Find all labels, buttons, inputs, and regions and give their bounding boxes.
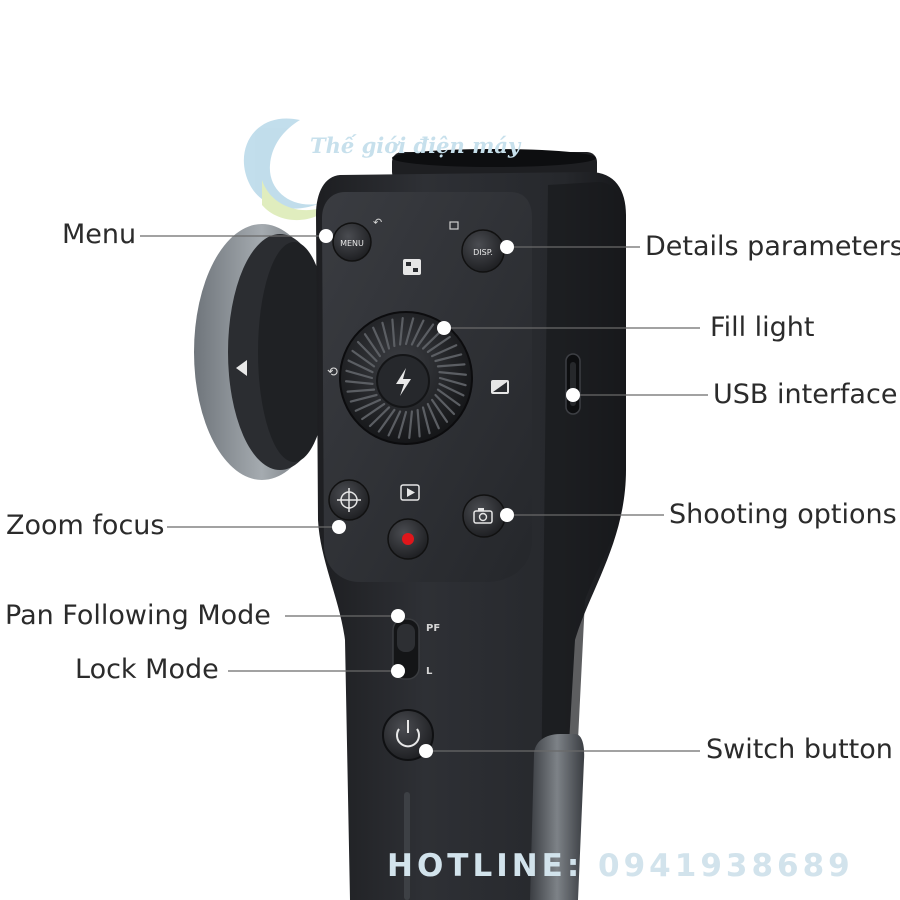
label-details-parameters: Details parameters: [645, 231, 900, 262]
label-shooting-options: Shooting options: [669, 499, 897, 530]
dial-ridge: [398, 316, 404, 346]
switch-dot: [419, 744, 433, 758]
dial-ridge: [354, 398, 382, 412]
dial-ridge: [430, 344, 458, 358]
zoom-focus-dot: [332, 520, 346, 534]
power-icon: [396, 728, 420, 748]
details-dot: [500, 240, 514, 254]
shooting-options-button[interactable]: [462, 494, 506, 538]
dial-ridge: [361, 402, 386, 421]
dial-ridge: [421, 406, 431, 435]
dial-ridge: [436, 363, 466, 368]
label-menu: Menu: [62, 219, 137, 250]
label-switch-button: Switch button: [706, 734, 893, 765]
label-pan-following-mode: Pan Following Mode: [5, 600, 271, 631]
dial-ridge: [368, 406, 391, 428]
wheel-arrow-icon: [236, 360, 247, 376]
back-arrow-icon: ↶: [373, 216, 382, 229]
label-zoom-focus: Zoom focus: [6, 510, 165, 541]
mode-switch[interactable]: [392, 618, 420, 680]
dial-ridge: [345, 369, 374, 380]
dial-ridge: [438, 376, 467, 387]
dial-ridge: [356, 340, 378, 363]
play-icon: [400, 484, 420, 501]
fill-light-dial[interactable]: [339, 311, 473, 445]
watermark-brand-text: Thế giới điện máy: [310, 133, 521, 158]
pan-following-dot: [391, 609, 405, 623]
rotate-icon: ⟲: [327, 365, 338, 380]
dial-ridge: [397, 410, 408, 439]
dial-ridge: [426, 335, 451, 354]
dial-ridge: [416, 408, 421, 438]
dial-ridge: [426, 402, 440, 430]
disp-button-text: DISP.: [473, 248, 493, 257]
dial-ridge: [387, 410, 402, 437]
dial-ridge: [344, 380, 374, 386]
dial-ridge: [434, 353, 463, 363]
record-button[interactable]: [387, 518, 429, 560]
label-fill-light: Fill light: [710, 312, 815, 343]
zoom-wheel[interactable]: [194, 224, 332, 480]
disp-button[interactable]: DISP.: [461, 229, 505, 273]
dial-ridge: [436, 388, 461, 407]
dial-ridge: [377, 408, 396, 433]
watermark-logo: [243, 118, 330, 221]
dial-ridge: [372, 326, 386, 354]
dial-ridge: [430, 398, 449, 423]
menu-button[interactable]: MENU: [332, 222, 372, 262]
dial-ridge: [408, 410, 414, 440]
flash-icon: [396, 368, 411, 396]
label-usb-interface: USB interface: [713, 379, 898, 410]
dial-ridge: [391, 318, 396, 348]
l-label: L: [426, 666, 433, 677]
dial-ridge: [347, 359, 374, 374]
dial-ridge: [363, 333, 382, 358]
dial-ridge: [410, 319, 425, 346]
watermark-hotline: HOTLINE: 0941938689: [387, 848, 854, 884]
usb-port: [565, 353, 581, 415]
dial-ridge: [346, 388, 376, 393]
dial-ridge: [404, 317, 415, 346]
dial-ridge: [351, 349, 376, 368]
dial-ridge: [381, 321, 391, 350]
dial-ridge: [421, 328, 444, 350]
dial-ridge: [438, 370, 468, 376]
grid-mode-icon: [403, 259, 421, 275]
usb-dot: [566, 388, 580, 402]
menu-button-text: MENU: [340, 239, 364, 248]
zoom-focus-button[interactable]: [328, 479, 370, 521]
dial-ridge: [438, 382, 465, 397]
pf-label: PF: [426, 623, 440, 634]
fill-light-dot: [437, 321, 451, 335]
shooting-dot: [500, 508, 514, 522]
exposure-icon: [491, 380, 509, 394]
menu-dot: [319, 229, 333, 243]
small-square-icon: [449, 221, 459, 230]
body-slot: [404, 792, 410, 900]
dial-ridge: [434, 393, 456, 416]
callout-lines: [140, 235, 708, 752]
callout-dots: [319, 229, 580, 758]
label-lock-mode: Lock Mode: [75, 654, 219, 685]
lock-mode-dot: [391, 664, 405, 678]
dial-ridge: [416, 323, 435, 348]
dial-ridge: [349, 393, 378, 403]
side-trigger[interactable]: [530, 734, 585, 900]
